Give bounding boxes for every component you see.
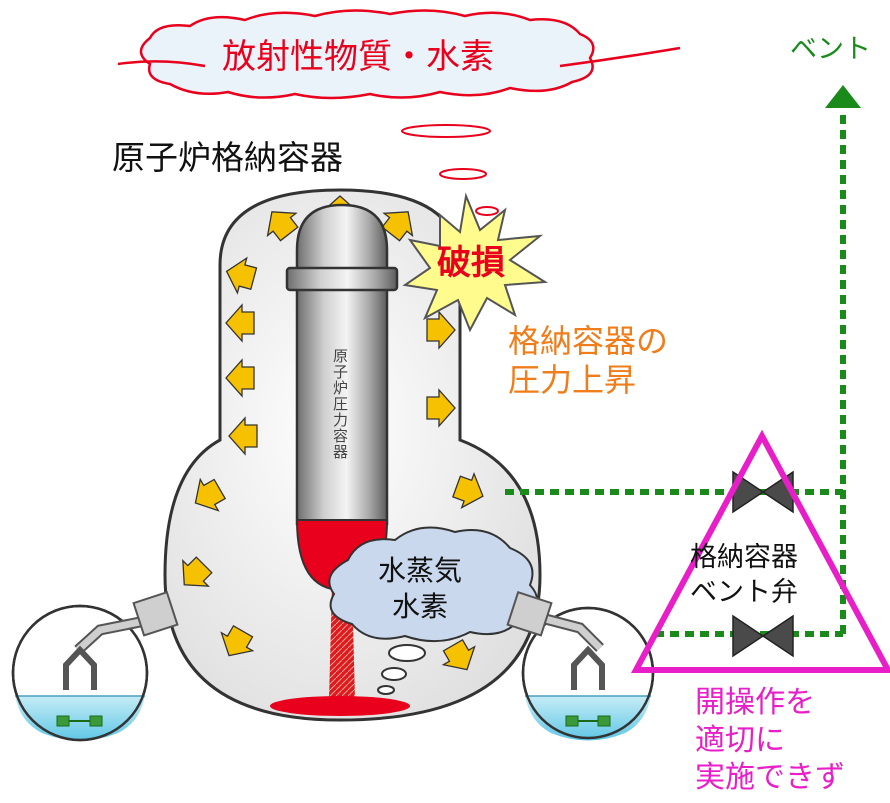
operation-failure-label: 開操作を 適切に 実施できず (695, 684, 845, 797)
pressure-arrows (182, 195, 484, 671)
suppression-chamber-right (506, 591, 655, 741)
vent-arrowhead (825, 85, 861, 108)
pressure-rise-line2: 圧力上昇 (508, 361, 637, 400)
steam-line2: 水素 (392, 590, 449, 624)
rpv-label: 原子炉圧力容器 (331, 348, 349, 460)
valve-line2: ベント弁 (690, 577, 798, 609)
containment-title: 原子炉格納容器 (112, 138, 343, 177)
fail-line3: 実施できず (695, 760, 845, 795)
steam-line1: 水蒸気 (378, 554, 463, 587)
damage-label: 破損 (437, 243, 505, 283)
radioactive-cloud (117, 9, 681, 100)
cloud-title: 放射性物質・水素 (222, 37, 494, 77)
valve-label: 格納容器 ベント弁 (690, 540, 798, 610)
pressure-rise-line1: 格納容器の (508, 322, 669, 360)
warning-triangle (630, 429, 890, 673)
leak-puffs (401, 124, 499, 216)
steam-label: 水蒸気 水素 (378, 553, 462, 626)
valve-line1: 格納容器 (690, 542, 798, 573)
suppression-chamber-left (11, 591, 179, 742)
pressure-rise-label: 格納容器の 圧力上昇 (508, 322, 668, 400)
vent-label: ベント (790, 34, 871, 65)
vent-valve-lower (732, 614, 794, 658)
damage-burst (402, 192, 549, 333)
fail-line2: 適切に (695, 722, 785, 758)
fail-line1: 開操作を (695, 685, 815, 720)
